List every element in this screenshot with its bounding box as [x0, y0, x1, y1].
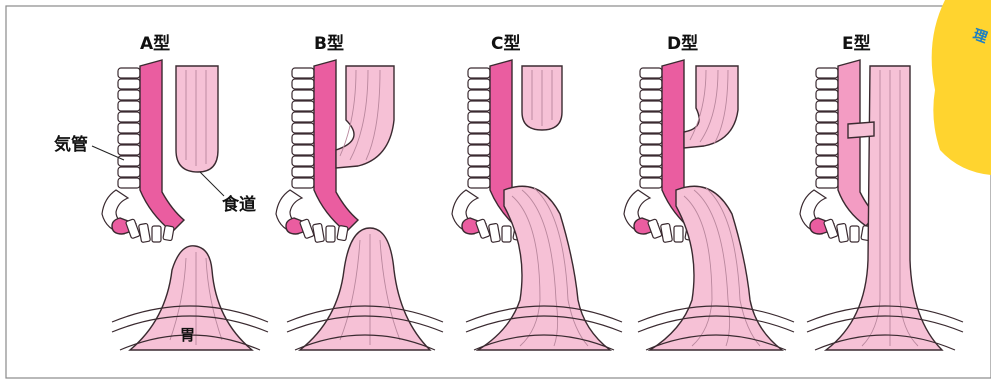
side-badge: 理	[932, 0, 991, 175]
type-a-title: A型	[140, 33, 170, 54]
label-stomach: 胃	[180, 326, 195, 344]
type-e-title: E型	[842, 33, 871, 54]
label-trachea: 気管	[53, 134, 88, 155]
label-esophagus: 食道	[222, 194, 256, 215]
type-b-title: B型	[314, 33, 344, 54]
type-d-title: D型	[667, 33, 698, 54]
type-c-title: C型	[491, 33, 520, 54]
